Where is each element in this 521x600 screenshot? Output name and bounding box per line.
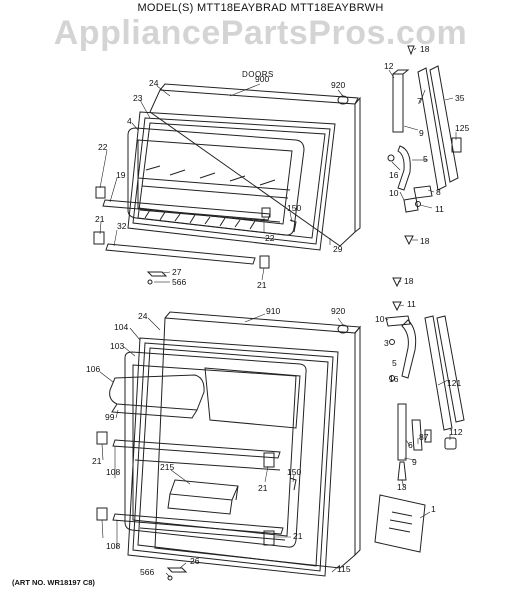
art-number-note: (ART NO. WR18197 C8) <box>12 578 95 587</box>
callout-5b: 5 <box>392 358 397 368</box>
model-title: MODEL(S) MTT18EAYBRAD MTT18EAYBRWH <box>137 2 384 14</box>
callout-12: 12 <box>384 61 394 71</box>
callout-920: 920 <box>331 80 345 90</box>
callout-29: 29 <box>333 244 343 254</box>
callout-26: 26 <box>190 556 200 566</box>
callout-21b: 21 <box>257 280 267 290</box>
fresh-food-hinge-hardware <box>374 277 465 553</box>
callout-16a: 16 <box>389 170 399 180</box>
callout-7: 7 <box>417 96 422 106</box>
callout-21a: 21 <box>95 214 105 224</box>
callout-566b: 566 <box>140 567 154 577</box>
callout-22a: 22 <box>98 142 108 152</box>
freezer-hinge-hardware <box>387 45 462 246</box>
callout-10a: 10 <box>389 188 399 198</box>
callout-112: 112 <box>449 427 463 437</box>
callout-103: 103 <box>110 341 124 351</box>
callout-3: 3 <box>384 338 389 348</box>
callout-21c: 21 <box>92 456 102 466</box>
callout-24: 24 <box>149 78 159 88</box>
callout-6: 6 <box>408 440 413 450</box>
freezer-door-assembly <box>93 83 361 285</box>
callout-1: 1 <box>431 504 436 514</box>
callout-566a: 566 <box>172 277 186 287</box>
section-title: DOORS <box>242 70 274 79</box>
callout-9a: 9 <box>419 128 424 138</box>
callout-18c: 18 <box>404 276 414 286</box>
callout-11b: 11 <box>407 299 416 309</box>
callout-18a: 18 <box>420 44 430 54</box>
callout-21e: 21 <box>293 531 303 541</box>
callout-910: 910 <box>266 306 280 316</box>
callout-4: 4 <box>127 116 132 126</box>
leader-lines <box>99 47 457 578</box>
callout-24b: 24 <box>138 311 148 321</box>
callout-labels: 900 920 24 23 4 22 19 21 32 22 150 27 56… <box>86 44 469 577</box>
callout-150b: 150 <box>287 467 301 477</box>
callout-920b: 920 <box>331 306 345 316</box>
callout-5a: 5 <box>423 154 428 164</box>
callout-22b: 22 <box>265 233 275 243</box>
watermark: AppliancePartsPros.com <box>53 14 468 52</box>
callout-19: 19 <box>116 170 126 180</box>
callout-35: 35 <box>455 93 465 103</box>
callout-18b: 18 <box>420 236 430 246</box>
callout-32: 32 <box>117 221 127 231</box>
callout-104: 104 <box>114 322 128 332</box>
callout-16b: 16 <box>389 374 399 384</box>
callout-106: 106 <box>86 364 100 374</box>
callout-108a: 108 <box>106 467 120 477</box>
callout-121: 121 <box>447 378 461 388</box>
fresh-food-door-assembly <box>96 311 362 581</box>
callout-21d: 21 <box>258 483 268 493</box>
callout-8: 8 <box>436 187 441 197</box>
callout-215: 215 <box>160 462 174 472</box>
callout-11a: 11 <box>435 204 444 214</box>
callout-125: 125 <box>455 123 469 133</box>
callout-10b: 10 <box>375 314 385 324</box>
callout-99: 99 <box>105 412 115 422</box>
callout-23: 23 <box>133 93 143 103</box>
callout-27: 27 <box>172 267 182 277</box>
callout-900: 900 <box>255 74 269 84</box>
callout-108b: 108 <box>106 541 120 551</box>
callout-115: 115 <box>337 564 351 574</box>
callout-150a: 150 <box>287 203 301 213</box>
callout-13: 13 <box>397 482 407 492</box>
callout-87: 87 <box>419 432 429 442</box>
callout-9b: 9 <box>412 457 417 467</box>
